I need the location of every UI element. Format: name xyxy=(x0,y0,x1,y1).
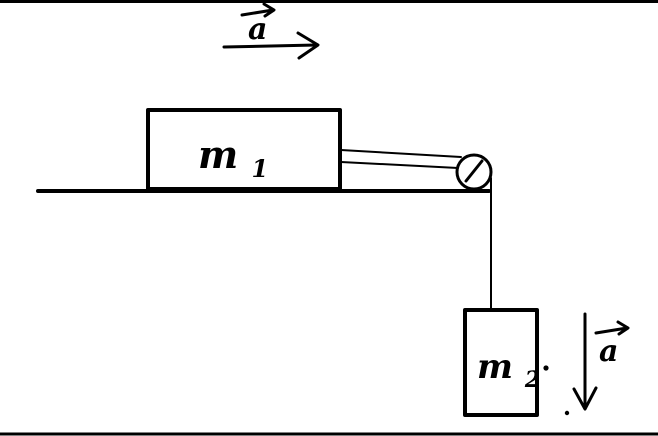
acceleration-top-symbol: a xyxy=(248,12,267,47)
block-m2-symbol: m xyxy=(477,347,513,387)
acceleration-arrow-right-icon xyxy=(222,31,320,60)
pulley-axle-mark xyxy=(464,159,484,183)
acceleration-label-top: a xyxy=(248,12,267,47)
acceleration-label-down: a xyxy=(599,334,618,369)
block-m1-label: m 1 xyxy=(198,132,268,183)
vector-arrow-over-a-down-icon xyxy=(594,320,630,336)
acceleration-arrow-down-icon xyxy=(572,312,598,411)
stray-dot-2 xyxy=(564,410,570,416)
stray-dot-1 xyxy=(543,365,549,371)
block-m1-subscript: 1 xyxy=(251,154,268,183)
block-m2-subscript: 2 xyxy=(524,367,540,393)
block-m1-symbol: m xyxy=(198,132,238,177)
block-m2 xyxy=(463,308,539,417)
rope-horizontal-bottom xyxy=(340,161,459,169)
vector-arrow-over-a-top-icon xyxy=(240,2,276,18)
pulley-icon xyxy=(455,153,493,191)
block-m2-label: m 2 xyxy=(477,347,540,393)
rope-horizontal-top xyxy=(340,149,462,158)
acceleration-down-symbol: a xyxy=(599,334,618,369)
